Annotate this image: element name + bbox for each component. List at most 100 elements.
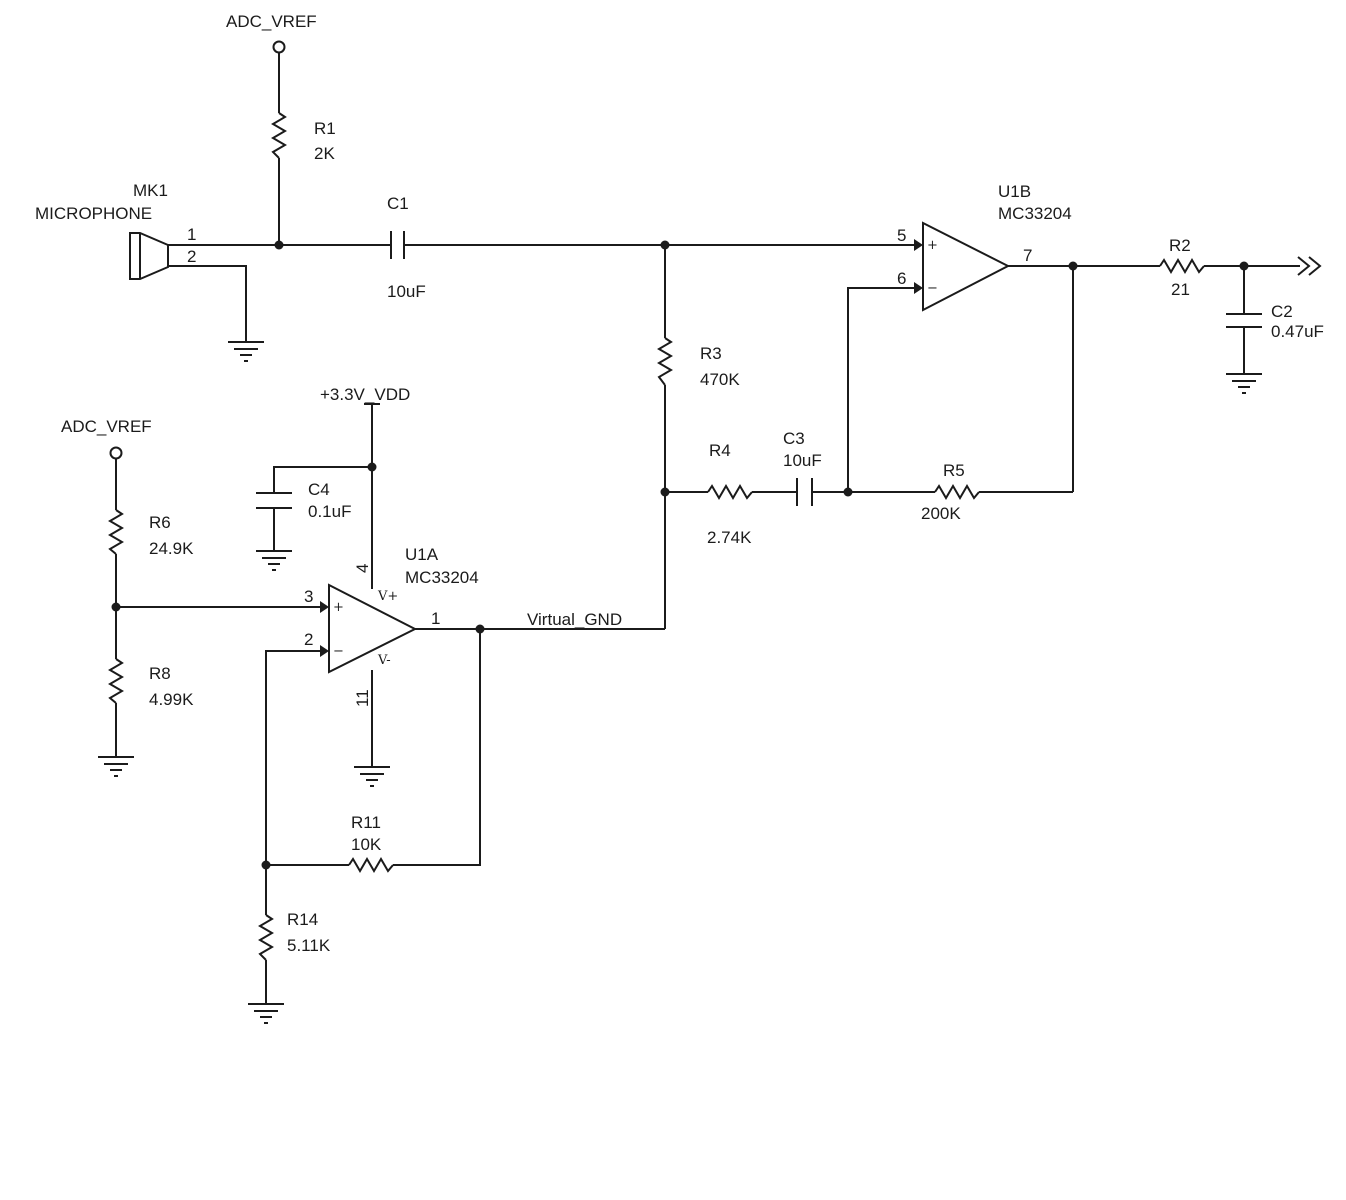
adc-vref-left-port: ADC_VREF [61,417,152,460]
junction-dot [660,240,670,250]
u1a-vpos-label: V+ [377,589,398,604]
u1a-vneg-label: V- [377,653,391,668]
resistor-icon [258,914,274,961]
c1-value: 10uF [387,282,426,301]
r5-value: 200K [921,504,961,523]
c3-value: 10uF [783,451,822,470]
capacitor-c3: C3 10uF [783,429,822,506]
resistor-icon [108,509,124,555]
resistor-icon [1159,258,1205,274]
c4-value: 0.1uF [308,502,351,521]
resistor-r14: R14 5.11K [258,910,331,961]
adc-vref-top-label: ADC_VREF [226,12,317,31]
input-arrow-icon [320,601,329,613]
junction-dot [274,240,284,250]
r14-ref: R14 [287,910,318,929]
r3-value: 470K [700,370,740,389]
ground-symbol [98,756,134,777]
vdd-label: +3.3V_VDD [320,385,410,404]
microphone-icon [129,232,169,280]
u1b-plus-sign: + [927,238,938,253]
resistor-r11: R11 10K [348,813,394,873]
opamp-triangle-icon [922,221,1011,312]
junction-dot [475,624,485,634]
resistor-icon [348,857,394,873]
ground-symbol [354,766,390,787]
opamp-u1a: U1A MC33204 3 2 1 + − V+ V- 4 11 [304,545,479,707]
capacitor-icon [256,492,292,509]
power-port-circle [272,40,286,54]
c2-ref: C2 [1271,302,1293,321]
resistor-icon [934,484,980,500]
capacitor-icon [1226,313,1262,328]
c1-ref: C1 [387,194,409,213]
opamp-u1b: U1B MC33204 5 6 7 + − [897,182,1072,312]
adc-vref-left-label: ADC_VREF [61,417,152,436]
resistor-r5: R5 200K [921,461,980,523]
resistor-r2: R2 21 [1159,236,1205,299]
r1-value: 2K [314,144,335,163]
r1-ref: R1 [314,119,336,138]
u1a-plus-sign: + [333,600,344,615]
c4-ref: C4 [308,480,330,499]
r2-ref: R2 [1169,236,1191,255]
u1b-part: MC33204 [998,204,1072,223]
u1a-pin-vpos: 4 [353,564,372,573]
u1b-minus-sign: − [927,281,938,296]
r14-value: 5.11K [287,936,331,955]
r11-ref: R11 [351,813,381,832]
resistor-icon [108,658,124,704]
capacitor-icon [390,231,405,259]
ground-symbol [248,1003,284,1024]
u1a-pin-vneg: 11 [353,689,372,707]
r11-value: 10K [351,835,382,854]
input-arrow-icon [914,239,923,251]
r6-value: 24.9K [149,539,194,558]
capacitor-icon [796,478,813,506]
resistor-icon [271,112,287,159]
junction-dot [367,462,377,472]
c2-value: 0.47uF [1271,322,1324,341]
junction-dot [843,487,853,497]
r6-ref: R6 [149,513,171,532]
microphone-mk1: MK1 MICROPHONE 1 2 [35,181,196,280]
capacitor-c2: C2 0.47uF [1226,302,1324,341]
opamp-triangle-icon [328,583,418,674]
u1b-pin-plus: 5 [897,226,906,245]
r5-ref: R5 [943,461,965,480]
mk1-value: MICROPHONE [35,204,152,223]
resistor-r3: R3 470K [657,337,740,389]
wires [115,53,1300,1004]
mk1-pin2: 2 [187,247,196,266]
r8-ref: R8 [149,664,171,683]
junction-dot [261,860,271,870]
u1a-pin-out: 1 [431,609,440,628]
resistor-icon [707,484,753,500]
ground-symbol [228,341,264,362]
u1a-minus-sign: − [333,644,344,659]
resistor-icon [657,337,673,386]
virtual-gnd-label: Virtual_GND [527,610,622,629]
resistor-r6: R6 24.9K [108,509,194,558]
r4-value: 2.74K [707,528,752,547]
c3-ref: C3 [783,429,805,448]
capacitor-c1: C1 10uF [387,194,426,301]
r2-value: 21 [1171,280,1190,299]
u1a-ref: U1A [405,545,439,564]
adc-vref-top-port: ADC_VREF [226,12,317,54]
u1a-pin-plus: 3 [304,587,313,606]
r8-value: 4.99K [149,690,194,709]
u1b-pin-minus: 6 [897,269,906,288]
ground-symbol [256,550,292,571]
vdd-port: +3.3V_VDD [320,385,410,405]
resistor-r1: R1 2K [271,112,336,163]
resistor-r4: R4 2.74K [707,441,753,547]
r4-ref: R4 [709,441,731,460]
r3-ref: R3 [700,344,722,363]
u1b-ref: U1B [998,182,1031,201]
junction-dot [1239,261,1249,271]
junction-dot [111,602,121,612]
mk1-ref: MK1 [133,181,168,200]
junctions [111,240,1249,870]
